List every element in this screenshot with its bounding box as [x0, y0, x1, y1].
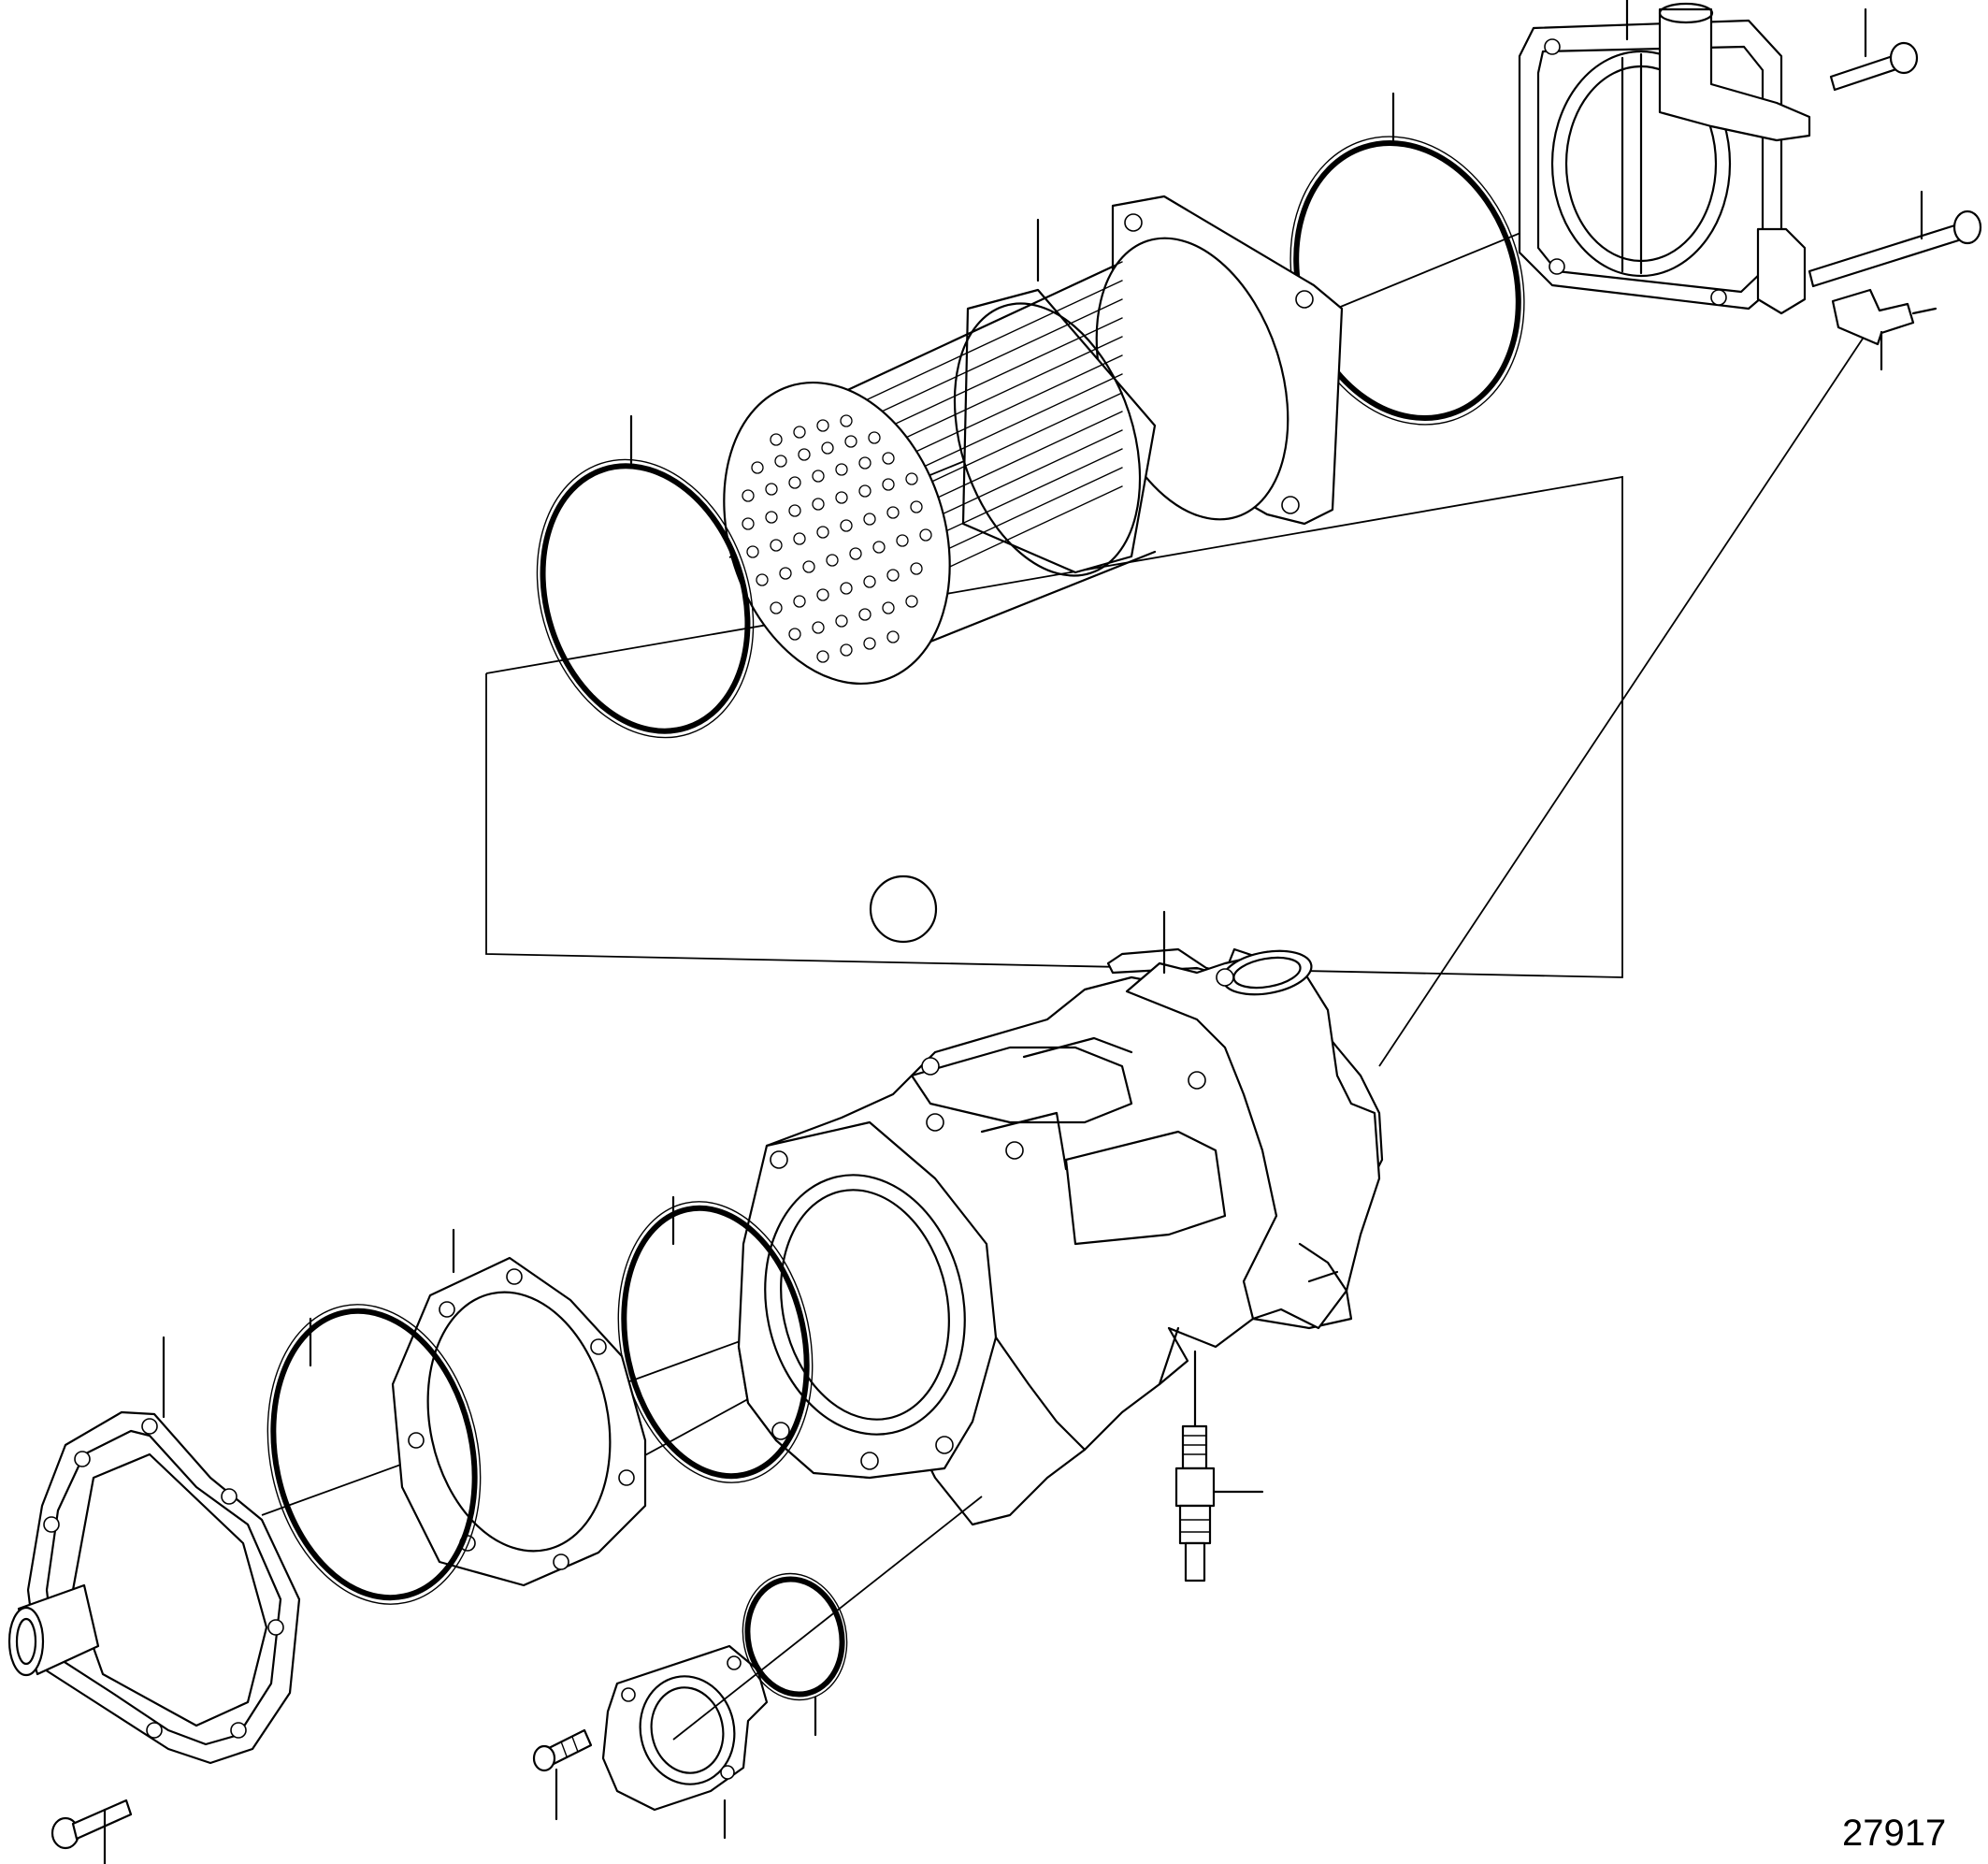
assembly-leader: [672, 1496, 983, 1741]
o-ring-reference: [869, 874, 938, 944]
cover-bolt: [1808, 190, 1982, 288]
connection-flange: [601, 1644, 769, 1840]
gasket-plate: [391, 1228, 647, 1587]
cooler-housing: [737, 910, 1384, 1526]
cover-bolt: [1829, 7, 1919, 92]
tube-sheet-holes: [742, 414, 932, 663]
reference-frame: [485, 475, 1623, 978]
flange-o-ring: [742, 1572, 848, 1737]
o-ring-front-cover: [267, 1304, 482, 1605]
flange-screw: [532, 1728, 593, 1821]
front-cover-screw: [50, 1799, 133, 1864]
o-ring-front-insert: [536, 414, 755, 739]
rear-end-cover: [1518, 0, 1811, 315]
sensor-fitting: [1174, 1424, 1264, 1582]
figure-number: 27917: [1842, 1813, 1947, 1854]
cooler-insert: [723, 195, 1344, 685]
nipple: [1831, 288, 1938, 371]
front-end-cover: [7, 1336, 301, 1765]
